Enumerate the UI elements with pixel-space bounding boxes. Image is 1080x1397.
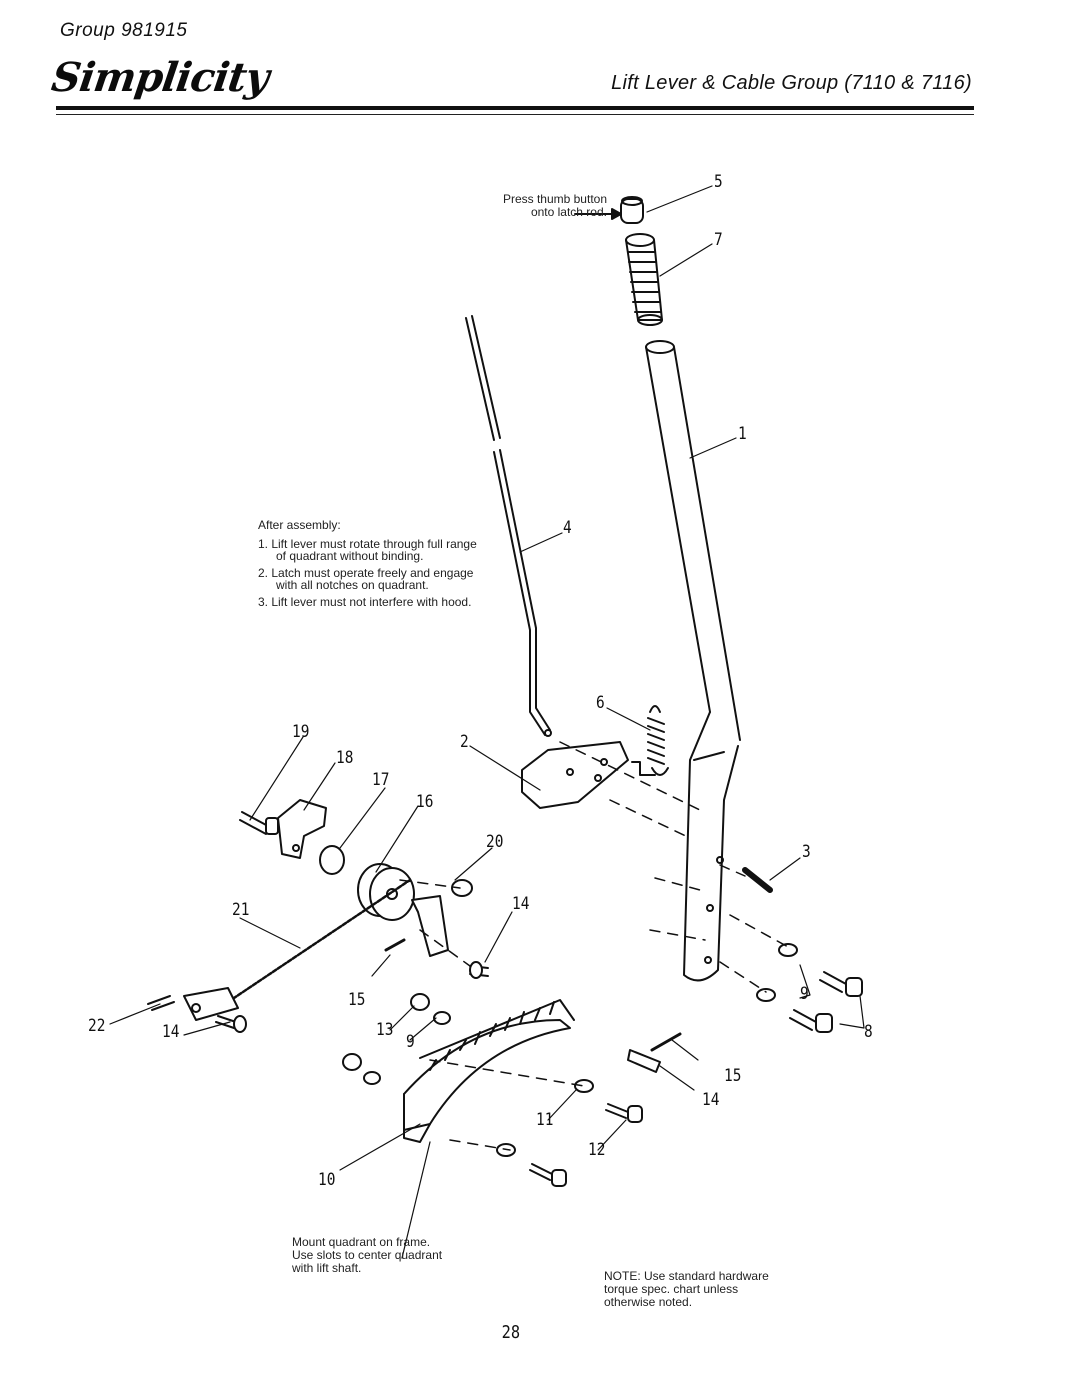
quadrant-hardware <box>342 993 643 1187</box>
mount-note-line-2: Use slots to center quadrant <box>292 1248 443 1262</box>
callout-9-left: 9 <box>406 1032 415 1052</box>
mount-quadrant-note: Mount quadrant on frame. Use slots to ce… <box>292 1236 502 1275</box>
callout-17: 17 <box>372 770 390 790</box>
callout-19: 19 <box>292 722 310 742</box>
callout-15-right: 15 <box>724 1066 742 1086</box>
cotter-pin-left <box>384 938 406 952</box>
callout-3: 3 <box>802 842 811 862</box>
hardware-note: NOTE: Use standard hardware torque spec.… <box>604 1270 824 1309</box>
leader-lines <box>109 185 865 1259</box>
callout-11: 11 <box>536 1110 554 1130</box>
callout-2: 2 <box>460 732 469 752</box>
cotter-pin-right <box>650 1032 682 1052</box>
lift-lever-part <box>645 340 741 982</box>
header-rule-thin <box>56 114 974 115</box>
after-assembly-item-1: 1. Lift lever must rotate through full r… <box>258 536 477 564</box>
header-rule <box>56 106 974 110</box>
after-assembly-item-3: 3. Lift lever must not interfere with ho… <box>258 594 472 609</box>
callout-12: 12 <box>588 1140 606 1160</box>
callout-8: 8 <box>864 1022 873 1042</box>
clevis-part <box>147 987 247 1033</box>
thumb-button-part <box>620 196 644 224</box>
spring-part <box>647 705 669 776</box>
callout-6: 6 <box>596 693 605 713</box>
callout-10: 10 <box>318 1170 336 1190</box>
callout-16: 16 <box>416 792 434 812</box>
callout-13: 13 <box>376 1020 394 1040</box>
hardware-note-line-2: torque spec. chart unless <box>604 1282 739 1296</box>
after-assembly-item-2: 2. Latch must operate freely and engage … <box>258 565 474 593</box>
page-title: Lift Lever & Cable Group (7110 & 7116) <box>611 72 972 94</box>
callout-22: 22 <box>88 1016 106 1036</box>
thumb-button-note: Press thumb button onto latch rod. <box>473 193 607 219</box>
callout-14-left: 14 <box>162 1022 180 1042</box>
hardware-note-line-3: otherwise noted. <box>604 1295 693 1309</box>
thumb-note-line-1: Press thumb button <box>502 192 607 206</box>
callout-5: 5 <box>714 172 723 192</box>
latch-rod-part <box>465 315 552 737</box>
callout-21: 21 <box>232 900 250 920</box>
after-assembly-note: After assembly: 1. Lift lever must rotat… <box>258 519 488 609</box>
assembly-lines <box>399 741 791 1151</box>
mount-note-line-3: with lift shaft. <box>292 1261 362 1275</box>
page-number: 28 <box>501 1322 521 1343</box>
callout-18: 18 <box>336 748 354 768</box>
clevis-pin-right <box>627 1049 661 1073</box>
arrow-head <box>611 208 622 220</box>
right-hardware <box>756 943 863 1033</box>
callout-9-right: 9 <box>800 984 809 1004</box>
callout-14-mid: 14 <box>512 894 530 914</box>
quadrant-part <box>403 999 575 1143</box>
callout-20: 20 <box>486 832 504 852</box>
callout-14-right: 14 <box>702 1090 720 1110</box>
after-assembly-title: After assembly: <box>258 518 341 532</box>
grip-part <box>625 233 663 326</box>
cable-part <box>226 878 412 1004</box>
group-number: Group 981915 <box>60 20 188 41</box>
callout-1: 1 <box>738 424 747 444</box>
callout-7: 7 <box>714 230 723 250</box>
thumb-note-line-2: onto latch rod. <box>530 205 607 219</box>
hardware-note-line-1: NOTE: Use standard hardware <box>604 1269 769 1283</box>
callout-4: 4 <box>563 518 572 538</box>
latch-part <box>521 741 656 809</box>
callout-15-left: 15 <box>348 990 366 1010</box>
roll-pin-part <box>742 867 773 893</box>
mount-note-line-1: Mount quadrant on frame. <box>292 1235 431 1249</box>
